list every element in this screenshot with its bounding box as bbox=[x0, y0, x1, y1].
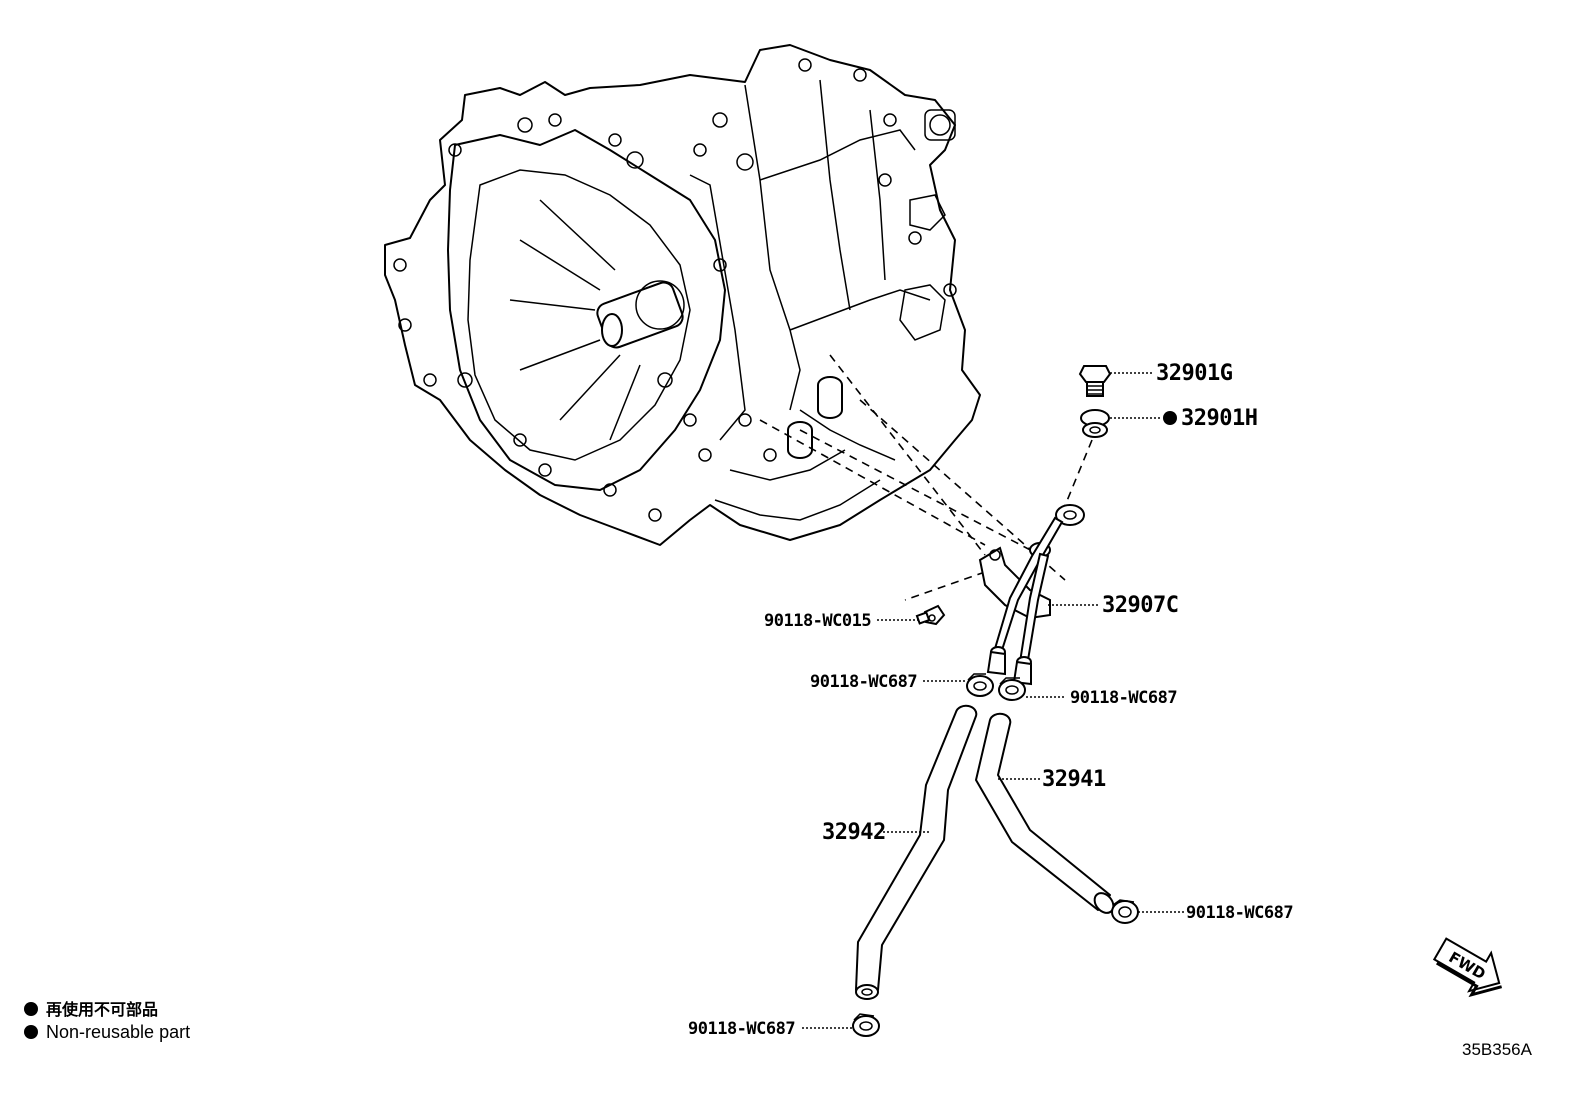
fwd-arrow-icon: FWD bbox=[1432, 937, 1503, 998]
label-90118-WC687-upper-right: 90118-WC687 bbox=[1070, 688, 1177, 708]
label-32901H: 32901H bbox=[1181, 406, 1257, 431]
label-32901G: 32901G bbox=[1156, 361, 1233, 386]
legend-dot-icon bbox=[24, 1025, 38, 1039]
clamp-upper-right bbox=[998, 677, 1026, 701]
part-labels: 32901G 32901H 32907C 90118-WC015 90118-W… bbox=[688, 361, 1294, 1039]
label-90118-WC687-lower-right: 90118-WC687 bbox=[1186, 903, 1293, 923]
plug-32901G bbox=[1078, 365, 1112, 397]
drawing-code: 35B356A bbox=[1462, 1040, 1532, 1059]
label-32907C: 32907C bbox=[1102, 593, 1178, 618]
transmission-assembly bbox=[384, 44, 981, 546]
clamp-lower-left bbox=[852, 1013, 880, 1037]
pipe-assembly-32907C bbox=[978, 504, 1085, 686]
clamp-lower-right bbox=[1111, 899, 1139, 924]
clamp-upper-left bbox=[966, 673, 994, 697]
non-reusable-dot-32901H bbox=[1163, 411, 1177, 425]
legend-dot-icon bbox=[24, 1002, 38, 1016]
label-90118-WC687-upper-left: 90118-WC687 bbox=[810, 672, 917, 692]
label-32942: 32942 bbox=[822, 820, 886, 845]
gasket-32901H bbox=[1080, 409, 1110, 438]
label-90118-WC015: 90118-WC015 bbox=[764, 611, 871, 631]
hose-32942 bbox=[855, 704, 978, 1000]
legend-english-text: Non-reusable part bbox=[46, 1022, 191, 1042]
legend-english: Non-reusable part bbox=[24, 1022, 190, 1043]
leader-lines bbox=[802, 372, 1184, 1029]
hose-32941 bbox=[975, 712, 1115, 914]
legend-japanese-text: 再使用不可部品 bbox=[46, 1000, 159, 1019]
bolt-WC015 bbox=[915, 604, 946, 626]
label-90118-WC687-lower-left: 90118-WC687 bbox=[688, 1019, 795, 1039]
label-32941: 32941 bbox=[1042, 767, 1106, 792]
legend-japanese: 再使用不可部品 bbox=[24, 996, 158, 1020]
